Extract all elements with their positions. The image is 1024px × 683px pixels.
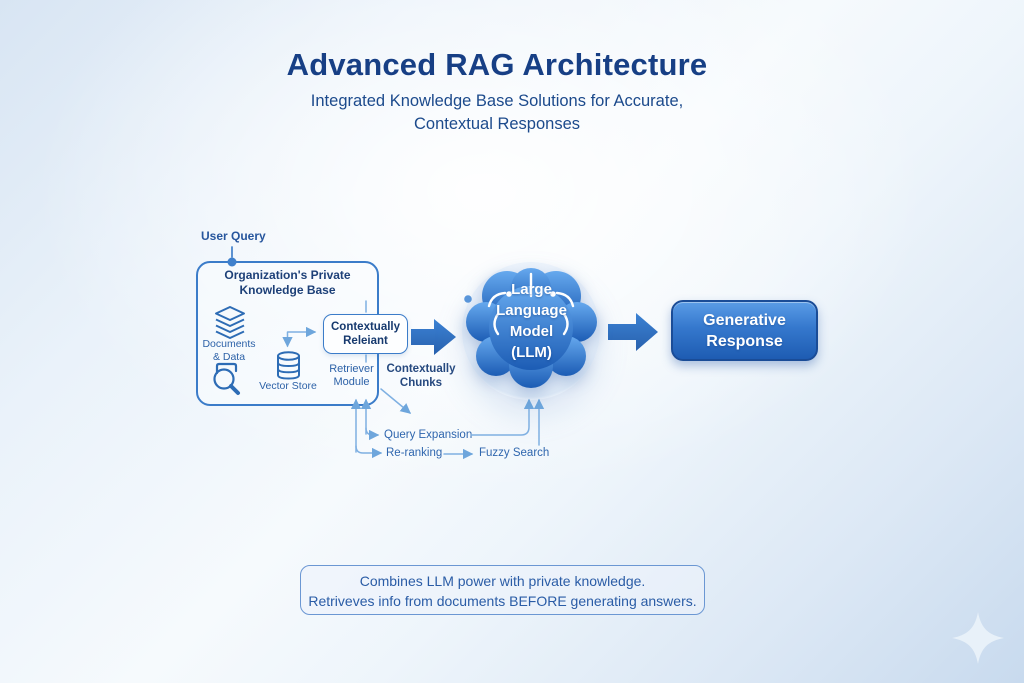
retriever-label-line-1: Retriever (329, 363, 374, 375)
subtitle-line-2: Contextual Responses (413, 115, 580, 133)
response-line-2: Response (706, 333, 783, 350)
retriever-module-label: Retriever Module (325, 363, 378, 389)
llm-label-line-2: Language (496, 302, 567, 319)
brain-icon (466, 268, 597, 388)
documents-label-line-1: Documents (202, 338, 256, 350)
flow-arrow-to-response (608, 313, 658, 351)
page-title: Advanced RAG Architecture (286, 47, 708, 82)
response-line-1: Generative (703, 312, 786, 329)
contextually-relevant-box: Contextually Releiant (323, 314, 408, 354)
summary-note-box: Combines LLM power with private knowledg… (300, 565, 705, 615)
chunks-label-line-1: Contextually (386, 363, 456, 375)
stacked-layers-icon (215, 306, 245, 339)
database-icon (277, 351, 300, 380)
diagonal-from-retriever (380, 388, 412, 414)
llm-label-line-3: Model (509, 323, 554, 340)
user-query-label: User Query (201, 229, 266, 243)
kb-title-line-2: Knowledge Base (239, 282, 336, 297)
relevant-box-line-1: Contextually (330, 321, 400, 333)
knowledge-base-title: Organization's Private Knowledge Base (206, 268, 369, 297)
note-line-2: Retriveves info from documents BEFORE ge… (308, 593, 697, 609)
chunks-label-line-2: Chunks (399, 377, 443, 389)
llm-label-line-1: Large (511, 281, 552, 298)
documents-label-line-2: & Data (212, 350, 246, 363)
elbow-to-re-ranking (355, 445, 383, 459)
note-line-1: Combines LLM power with private knowledg… (359, 573, 646, 589)
contextually-chunks-label: Contextually Chunks (383, 362, 459, 390)
llm-label-line-4: (LLM) (511, 344, 552, 361)
retriever-label-line-2: Module (333, 376, 370, 388)
query-expansion-label: Query Expansion (384, 429, 473, 441)
vector-store-label: Vector Store (259, 380, 317, 392)
page-subtitle: Integrated Knowledge Base Solutions for … (0, 90, 994, 136)
llm-label: Large Language Model (LLM) (481, 279, 582, 363)
magnifier-icon (213, 362, 240, 395)
re-ranking-label: Re-ranking (386, 447, 443, 459)
subtitle-line-1: Integrated Knowledge Base Solutions for … (310, 92, 684, 110)
elbow-to-query-expansion (365, 427, 380, 441)
sparkle-icon (952, 612, 1004, 664)
documents-data-label: Documents & Data (197, 338, 261, 363)
kb-title-line-1: Organization's Private (224, 268, 351, 282)
flow-arrow-to-llm (411, 319, 456, 355)
fuzzy-search-label: Fuzzy Search (479, 447, 550, 459)
relevant-box-line-2: Releiant (343, 334, 388, 347)
generative-response-box: Generative Response (671, 300, 818, 361)
